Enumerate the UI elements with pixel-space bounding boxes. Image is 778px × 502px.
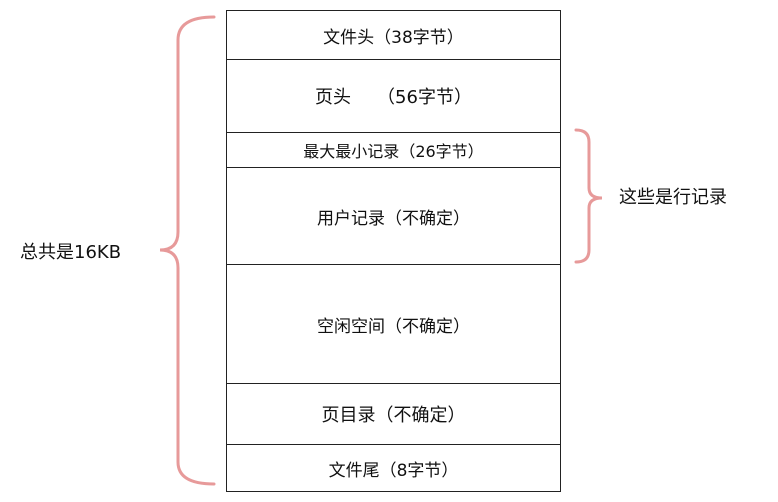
user-records-size: （不确定） (385, 208, 470, 229)
row-records-label: 这些是行记录 (619, 187, 727, 208)
file-trailer-block: 文件尾（8字节） (227, 445, 560, 491)
page-directory-block: 页目录（不确定） (227, 384, 560, 445)
file-header-label: 文件头 (323, 27, 375, 48)
total-size-label: 总共是16KB (20, 242, 122, 263)
page-header-label: 页头 (315, 87, 352, 108)
infimum-supremum-block: 最大最小记录（26字节） (227, 133, 560, 168)
free-space-label: 空闲空间 (317, 316, 385, 337)
row-records-brace (574, 128, 603, 264)
free-space-block: 空闲空间（不确定） (227, 265, 560, 384)
innodb-page-structure: 文件头（38字节） 页头（56字节） 最大最小记录（26字节） 用户记录（不确定… (226, 10, 561, 492)
page-directory-size: （不确定） (375, 405, 466, 426)
file-header-block: 文件头（38字节） (227, 11, 560, 60)
page-header-size: （56字节） (377, 87, 472, 108)
total-size-brace (159, 15, 216, 486)
user-records-label: 用户记录 (317, 208, 385, 229)
file-header-size: （38字节） (374, 27, 464, 48)
page-directory-label: 页目录 (321, 405, 376, 426)
infimum-supremum-size: （26字节） (399, 142, 484, 161)
user-records-block: 用户记录（不确定） (227, 168, 560, 265)
infimum-supremum-label: 最大最小记录 (303, 142, 400, 161)
page-header-block: 页头 （56字节） (227, 60, 560, 133)
free-space-size: （不确定） (385, 316, 470, 337)
file-trailer-label: 文件尾 (328, 460, 380, 481)
file-trailer-size: （8字节） (379, 460, 459, 481)
